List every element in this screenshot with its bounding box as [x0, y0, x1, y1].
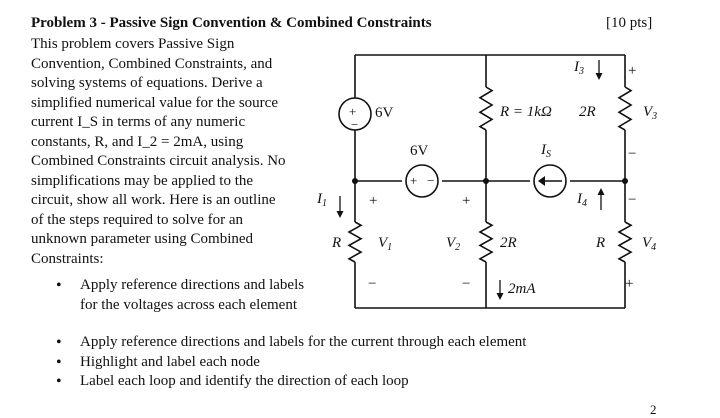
- resistor-right-label: R: [596, 235, 606, 251]
- v3-label: V3: [643, 104, 658, 122]
- v4-plus: +: [625, 276, 634, 292]
- resistor-bottom-center: [478, 221, 494, 263]
- resistor-left: [347, 221, 363, 263]
- resistor-bottom-center-label: 2R: [500, 235, 517, 251]
- resistor-top-center: [478, 86, 494, 131]
- v3-plus: +: [628, 63, 637, 79]
- i2-label: 2mA: [508, 281, 536, 297]
- node-center: [483, 178, 489, 184]
- intro-line: of the steps required to solve for an: [31, 211, 244, 228]
- steps-list-a: Apply reference directions and labels fo…: [52, 276, 312, 315]
- intro-line: simplified numerical value for the sourc…: [31, 94, 278, 111]
- i1-label: I1: [317, 191, 327, 209]
- intro-line: solving systems of equations. Derive a: [31, 75, 263, 91]
- i4-label: I4: [577, 191, 587, 209]
- v1-minus: −: [368, 276, 377, 292]
- intro-line: constants, R, and I_2 = 2mA, using: [31, 133, 244, 150]
- vs-left-value: 6V: [375, 105, 394, 121]
- v3-minus: −: [628, 146, 637, 162]
- v4-label: V4: [642, 235, 657, 253]
- voltage-source-left: [338, 97, 372, 131]
- intro-line: Combined Constraints circuit analysis. N…: [31, 153, 286, 169]
- node-left: [352, 178, 358, 184]
- step-item: Highlight and label each node: [52, 353, 612, 373]
- v1-label: V1: [378, 235, 393, 253]
- vs-left-minus: −: [351, 117, 359, 132]
- intro-line: current I_S in terms of any numeric: [31, 114, 246, 130]
- step-item: Apply reference directions and labels fo…: [52, 333, 612, 353]
- steps-list-b: Apply reference directions and labels fo…: [52, 333, 612, 392]
- intro-line: This problem covers Passive Sign: [31, 36, 235, 52]
- vs-left-plus: +: [349, 104, 357, 119]
- points-label: [10 pts]: [606, 15, 653, 31]
- vs-mid-minus: −: [427, 173, 435, 188]
- v2-label: V2: [446, 235, 461, 253]
- resistor-top-right: [617, 86, 633, 131]
- v1-plus: +: [369, 193, 378, 209]
- intro-line: Constraints:: [31, 250, 104, 267]
- resistor-top-center-label: R = 1kΩ: [500, 104, 552, 120]
- resistor-left-label: R: [332, 235, 342, 251]
- v4-minus: −: [628, 192, 637, 208]
- resistor-top-right-label: 2R: [579, 104, 596, 120]
- vs-mid-value: 6V: [410, 143, 429, 159]
- problem-description: This problem covers Passive Sign Convent…: [31, 35, 307, 269]
- intro-line: simplifications may be applied to the: [31, 172, 254, 189]
- page-number: 2: [650, 402, 657, 417]
- problem-title: Problem 3 - Passive Sign Convention & Co…: [31, 15, 432, 31]
- intro-line: circuit, show all work. Here is an outli…: [31, 192, 276, 208]
- intro-line: Convention, Combined Constraints, and: [31, 55, 273, 72]
- current-source: [533, 164, 567, 198]
- resistor-right: [617, 221, 633, 263]
- i3-label: I3: [574, 59, 584, 77]
- step-item: Label each loop and identify the directi…: [52, 372, 612, 392]
- is-label: IS: [541, 142, 551, 160]
- node-right: [622, 178, 628, 184]
- v2-plus: +: [462, 193, 471, 209]
- intro-line: unknown parameter using Combined: [31, 231, 254, 247]
- voltage-source-middle: [405, 164, 439, 198]
- v2-minus: −: [462, 276, 471, 292]
- vs-mid-plus: +: [410, 173, 418, 188]
- step-item: Apply reference directions and labels fo…: [52, 276, 312, 315]
